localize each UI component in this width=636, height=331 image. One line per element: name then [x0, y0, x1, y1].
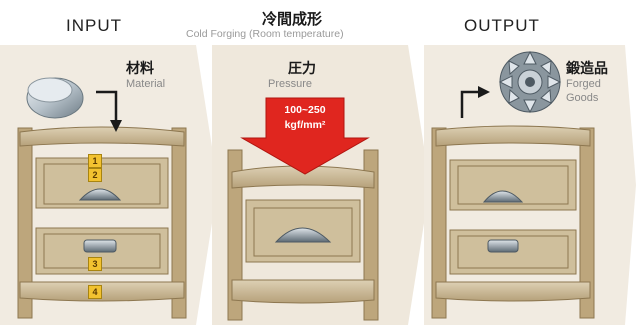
input-gear-base: [83, 239, 117, 253]
output-label-jp: 鍛造品: [566, 61, 608, 77]
input-gear-top: [78, 188, 122, 201]
input-marker-4: 4: [88, 285, 102, 299]
pressure-label-en: Pressure: [268, 78, 313, 90]
pressure-arrow: [240, 97, 370, 175]
pressure-unit: kgf/mm²: [284, 119, 326, 131]
input-label-en: Material: [126, 78, 166, 90]
input-marker-1: 1: [88, 154, 102, 168]
output-label-en-2: Goods: [566, 92, 599, 104]
forged-bevel-gear: [498, 50, 562, 114]
output-arrow-head: [478, 86, 490, 98]
input-label-jp: 材料: [126, 61, 154, 77]
pressure-value: 100~250: [284, 104, 326, 116]
output-gear-top: [482, 190, 524, 203]
forging-gear: [274, 227, 332, 243]
input-title: INPUT: [66, 16, 122, 35]
forging-title-en: Cold Forging (Room temperature): [186, 28, 344, 40]
pressure-label-jp: 圧力: [288, 61, 316, 77]
input-arrow: [96, 90, 118, 122]
output-title: OUTPUT: [464, 16, 540, 35]
material-billet-top: [27, 77, 73, 103]
output-label-en-1: Forged: [566, 78, 601, 90]
input-arrow-head: [110, 120, 122, 132]
forging-press-frame: [227, 149, 379, 321]
output-gear-base: [487, 239, 519, 253]
input-marker-3: 3: [88, 257, 102, 271]
input-press-frame: [17, 126, 187, 319]
forging-title-jp: 冷間成形: [262, 10, 323, 28]
input-marker-2: 2: [88, 168, 102, 182]
output-arrow: [460, 90, 480, 118]
